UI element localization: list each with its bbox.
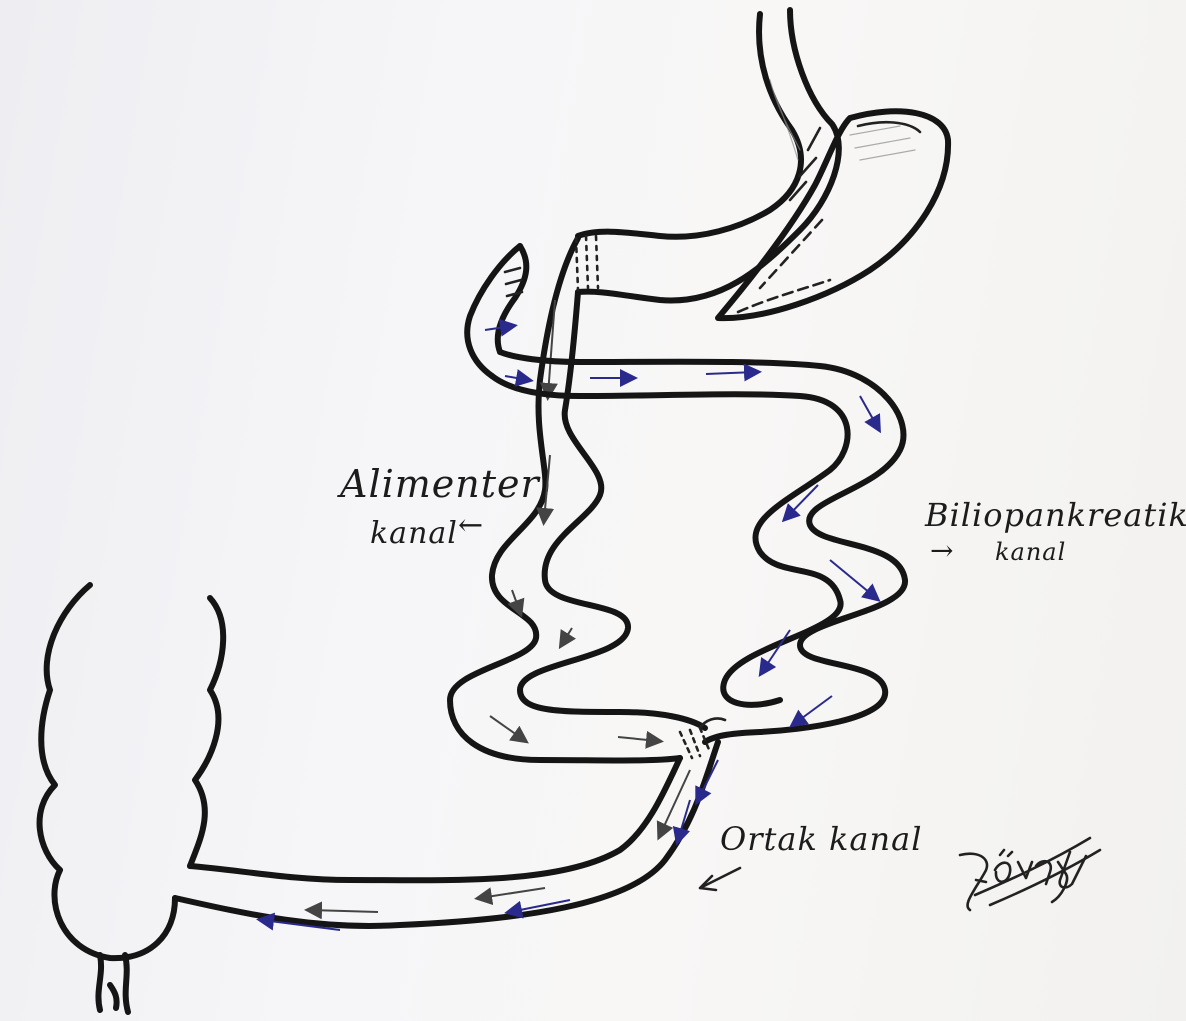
colon	[40, 585, 224, 1012]
alimentary-limb-label: Alimenter	[340, 462, 540, 506]
label-pointers	[700, 868, 740, 890]
esophagus-and-pouch	[578, 10, 839, 300]
signature	[960, 838, 1100, 910]
stomach-remnant	[718, 111, 948, 318]
biliopancreatic-limb-label-kanal: kanal	[995, 538, 1066, 566]
biliopancreatic-limb-label: Biliopankreatik	[925, 496, 1186, 534]
common-channel-label: Ortak kanal	[720, 820, 922, 858]
common-channel	[175, 742, 718, 930]
alimentary-label-arrow: ←	[458, 508, 484, 543]
biliopancreatic-label-arrow: →	[930, 534, 954, 567]
alimentary-limb-label-kanal: kanal	[370, 516, 458, 551]
